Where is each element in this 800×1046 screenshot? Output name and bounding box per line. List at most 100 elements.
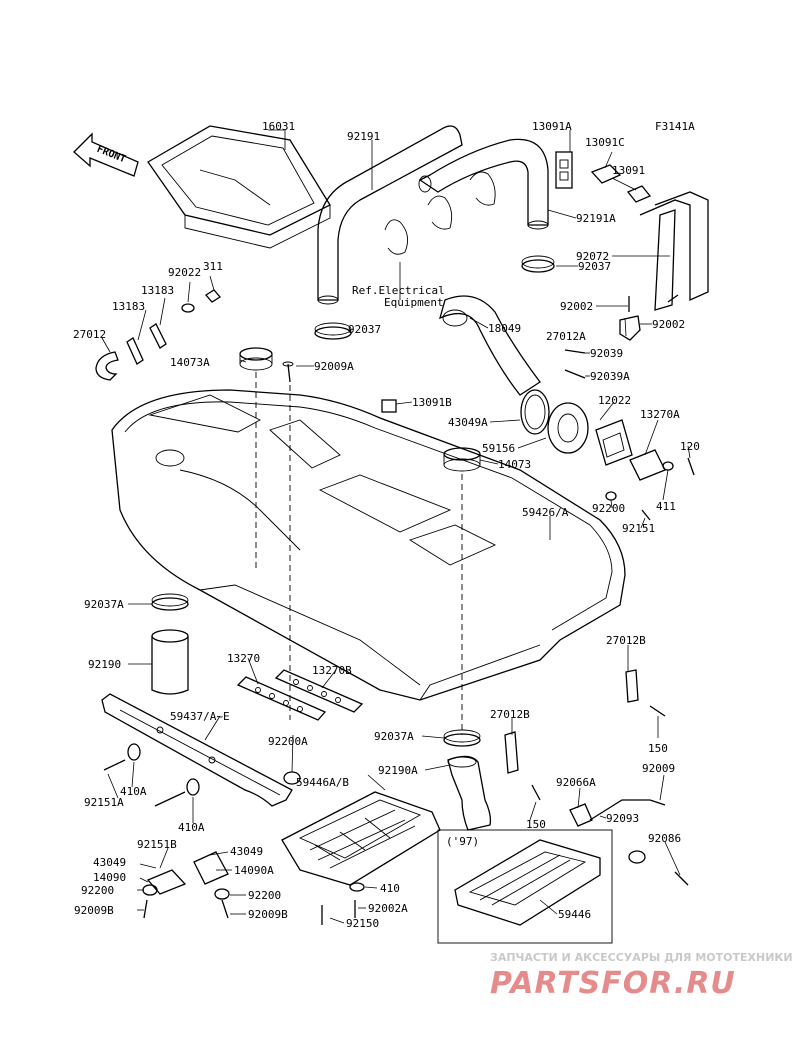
label-92037a-right: 92037A xyxy=(374,730,414,743)
label-13091b: 13091B xyxy=(412,396,452,409)
strip-13270-part xyxy=(236,676,327,721)
label-410a-lower: 410A xyxy=(178,821,205,834)
hose-92191-part xyxy=(317,125,463,305)
label-411: 411 xyxy=(656,500,676,513)
label-13270: 13270 xyxy=(227,652,260,665)
watermark-tagline: ЗАПЧАСТИ И АКСЕССУАРЫ ДЛЯ МОТОТЕХНИКИ xyxy=(490,951,793,964)
clamp-92037-left-part xyxy=(314,322,352,340)
label-92190a: 92190A xyxy=(378,764,418,777)
washer-410a-lower-part xyxy=(186,778,200,796)
label-92037a-left: 92037A xyxy=(84,598,124,611)
label-13091a: 13091A xyxy=(532,120,572,133)
label-92022: 92022 xyxy=(168,266,201,279)
label-92191a: 92191A xyxy=(576,212,616,225)
block-13270a-part xyxy=(629,449,666,481)
bolt-92151a-upper-part xyxy=(103,759,126,771)
label-14090: 14090 xyxy=(93,871,126,884)
label-18049: 18049 xyxy=(488,322,521,335)
label-13091: 13091 xyxy=(612,164,645,177)
label-13183-upper: 13183 xyxy=(141,284,174,297)
label-43049a: 43049A xyxy=(448,416,488,429)
storage-tray-part xyxy=(147,125,331,249)
label-92039: 92039 xyxy=(590,347,623,360)
label-92066a: 92066A xyxy=(556,776,596,789)
label-13270a: 13270A xyxy=(640,408,680,421)
screw-92002-b-part xyxy=(667,294,679,303)
rod-92093-part xyxy=(589,799,650,821)
clip-13091b-part xyxy=(381,399,397,413)
label-13091c: 13091C xyxy=(585,136,625,149)
label-92009a: 92009A xyxy=(314,360,354,373)
label-59446ab: 59446A/B xyxy=(296,776,349,789)
hose-clamps-part xyxy=(384,171,496,255)
bracket-92072-part xyxy=(639,191,709,311)
label-92150: 92150 xyxy=(346,917,379,930)
ref-electrical-line1: Ref.Electrical xyxy=(352,284,445,297)
screws-92039-part xyxy=(564,349,586,379)
label-92093: 92093 xyxy=(606,812,639,825)
label-92200a: 92200A xyxy=(268,735,308,748)
label-92086: 92086 xyxy=(648,832,681,845)
front-arrow-icon: FRONT xyxy=(73,132,139,177)
label-27012b-upper: 27012B xyxy=(606,634,646,647)
label-16031: 16031 xyxy=(262,120,295,133)
label-59156: 59156 xyxy=(482,442,515,455)
label-92151a: 92151A xyxy=(84,796,124,809)
washer-411-part xyxy=(662,461,674,471)
label-92037-right: 92037 xyxy=(578,260,611,273)
bolt-120-part xyxy=(687,457,695,476)
label-14073: 14073 xyxy=(498,458,531,471)
label-92200-left: 92200 xyxy=(81,884,114,897)
intake-grate-59446ab-part xyxy=(281,791,441,886)
elbow-duct-18049-part xyxy=(439,295,541,396)
label-92009b-right: 92009B xyxy=(248,908,288,921)
washer-92022-part xyxy=(181,303,195,313)
watermark: ЗАПЧАСТИ И АКСЕССУАРЫ ДЛЯ МОТОТЕХНИКИ PA… xyxy=(490,951,793,1001)
label-311: 311 xyxy=(203,260,223,273)
label-92200-mid: 92200 xyxy=(248,889,281,902)
label-92151: 92151 xyxy=(622,522,655,535)
hull-59426-part xyxy=(111,389,626,701)
bolt-92086-part xyxy=(674,871,689,886)
plate-12022-part xyxy=(595,419,633,466)
clamp-92037a-left-part xyxy=(151,593,189,611)
label-92039a: 92039A xyxy=(590,370,630,383)
label-12022: 12022 xyxy=(598,394,631,407)
clips-13091-part xyxy=(555,151,652,203)
bracket-14090a-part xyxy=(193,851,229,885)
cap-14073a-part xyxy=(239,347,273,371)
link-13183-lower-part xyxy=(126,337,144,365)
label-59426a: 59426/A xyxy=(522,506,569,519)
bracket-27012b-lower-part xyxy=(504,731,519,774)
label-27012a: 27012A xyxy=(546,330,586,343)
hose-92190a-part xyxy=(447,755,492,831)
label-150-lower: 150 xyxy=(526,818,546,831)
label-92190: 92190 xyxy=(88,658,121,671)
diagram-id: F3141A xyxy=(655,120,695,133)
label-410: 410 xyxy=(380,882,400,895)
label-92002-a: 92002 xyxy=(560,300,593,313)
label-13270b: 13270B xyxy=(312,664,352,677)
label-410a-upper: 410A xyxy=(120,785,147,798)
strip-13270b-part xyxy=(274,669,364,713)
watermark-logo: PARTSFOR.RU xyxy=(490,966,736,1001)
side-rail-59437-part xyxy=(101,693,293,807)
bolt-92009-part xyxy=(649,799,666,806)
label-14090a: 14090A xyxy=(234,864,274,877)
link-13183-upper-part xyxy=(149,323,167,349)
washer-410a-upper-part xyxy=(127,743,141,761)
bolt-92009a-part xyxy=(282,361,294,383)
label-150-upper: 150 xyxy=(648,742,668,755)
nut-311-part xyxy=(205,289,221,303)
label-43049-right: 43049 xyxy=(230,845,263,858)
hose-92191a-part xyxy=(418,138,549,230)
washer-92093-part xyxy=(628,850,646,864)
label-92002a: 92002A xyxy=(368,902,408,915)
leader-lines xyxy=(101,129,691,924)
flange-59156-part xyxy=(547,402,589,454)
bracket-27012b-upper-part xyxy=(625,669,639,703)
screw-92151-part xyxy=(641,509,651,521)
label-92151b: 92151B xyxy=(137,838,177,851)
bracket-14090-part xyxy=(146,869,187,895)
